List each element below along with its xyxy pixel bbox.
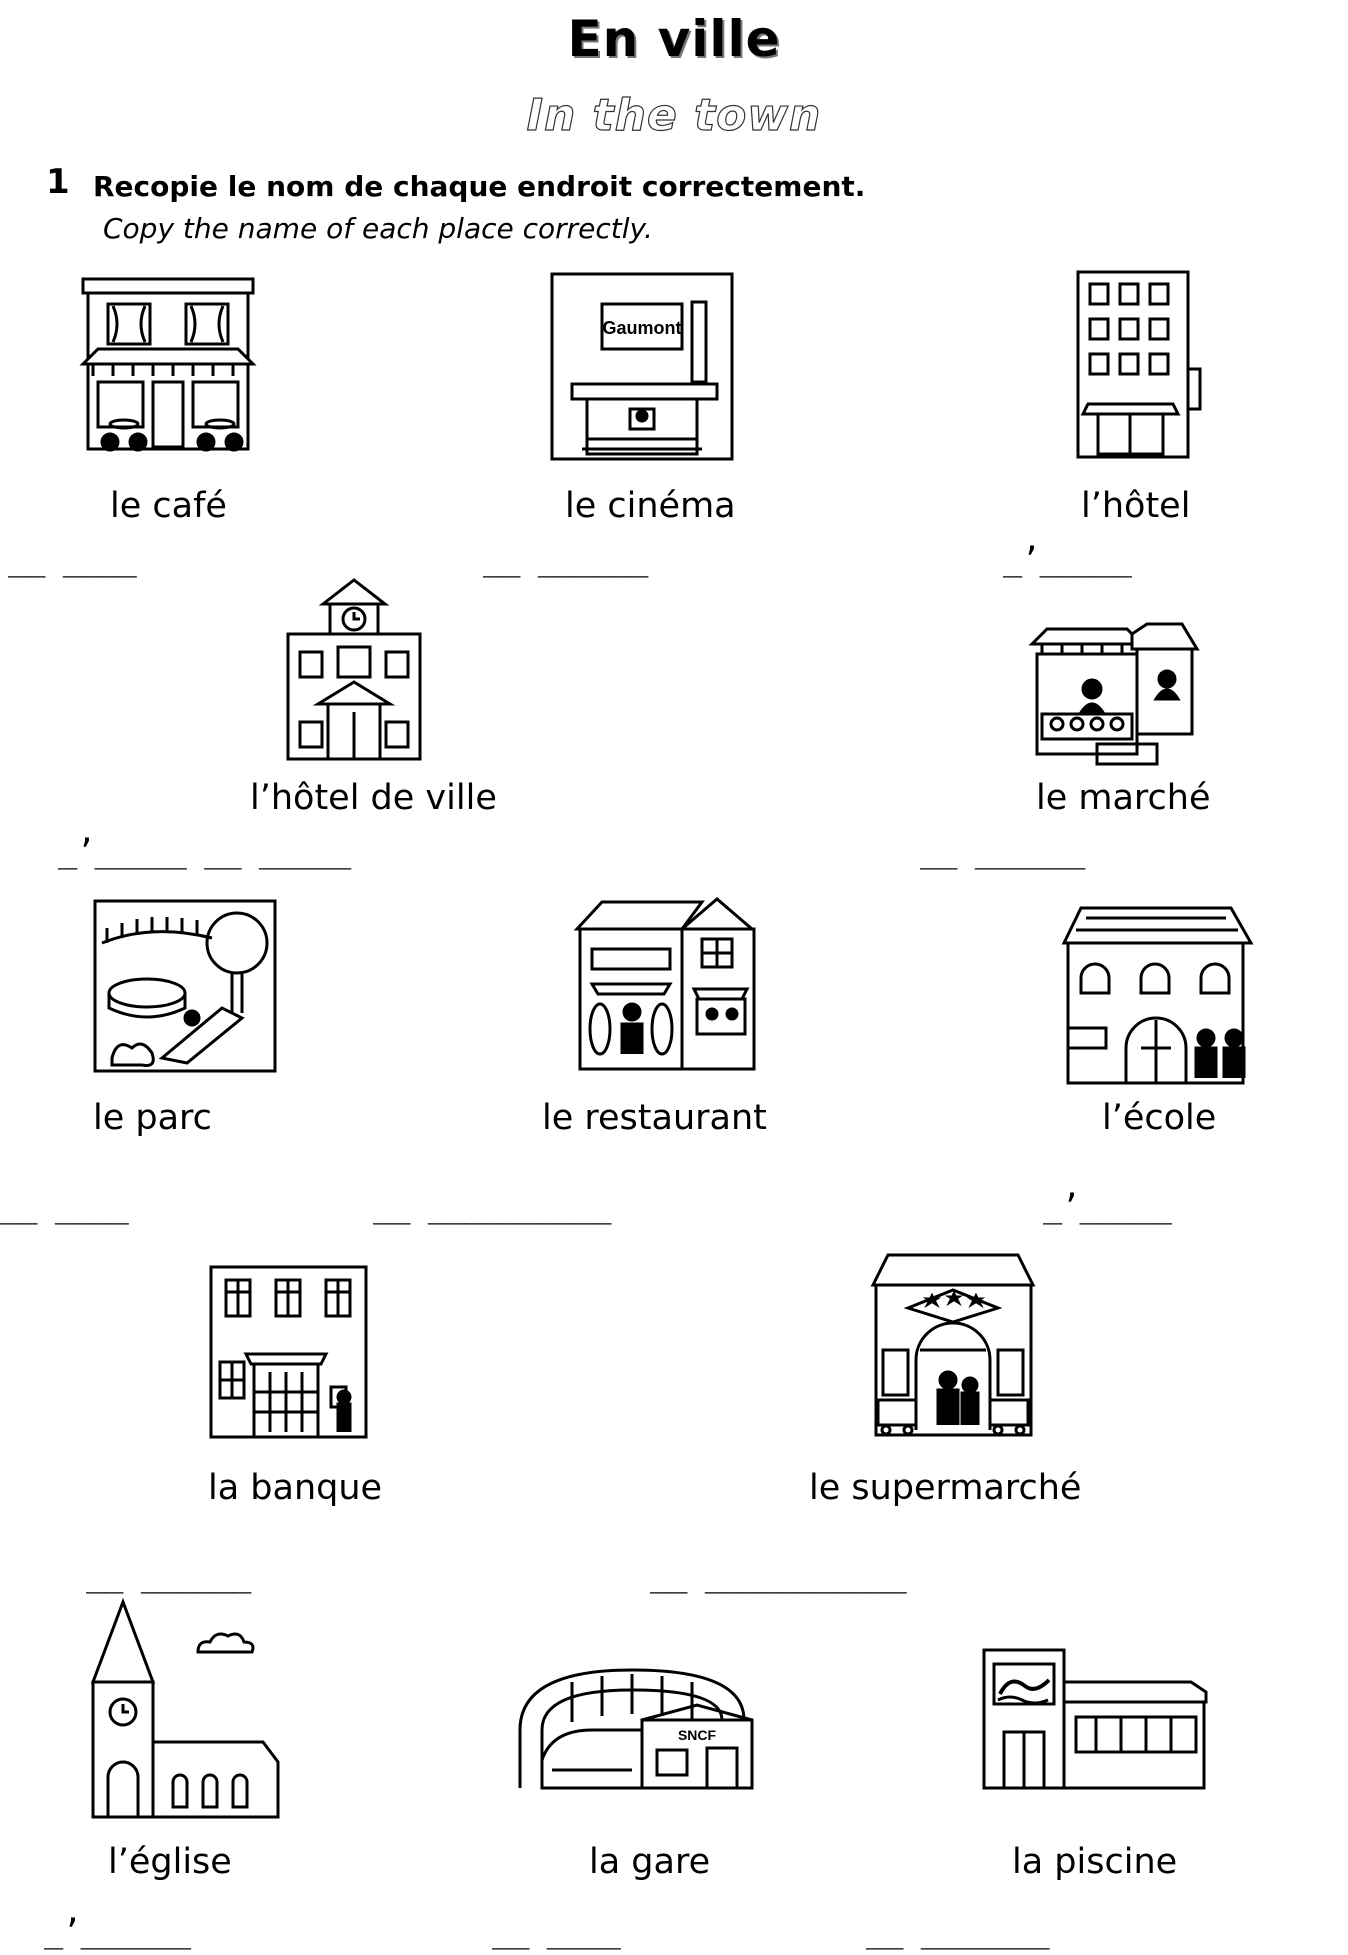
write-line[interactable]: __ ____: [0, 1187, 129, 1225]
market-icon: [1022, 614, 1202, 774]
bank-icon: [206, 1262, 370, 1440]
page-title: En ville: [567, 10, 781, 68]
write-line[interactable]: _’______: [44, 1912, 191, 1950]
place-label: le parc: [93, 1098, 212, 1138]
town-hall-icon: [278, 572, 430, 766]
write-line[interactable]: __ ____: [8, 540, 137, 578]
write-line[interactable]: _’_____ __ _____: [58, 832, 351, 870]
swimming-pool-icon: [976, 1642, 1210, 1792]
place-label: le café: [110, 486, 227, 526]
write-line[interactable]: __ ______: [86, 1556, 251, 1594]
cinema-icon: Gaumont: [542, 264, 742, 464]
place-label: l’église: [108, 1842, 232, 1882]
place-label: la banque: [208, 1468, 383, 1508]
write-line[interactable]: __ ______: [920, 832, 1085, 870]
write-line[interactable]: __ ____: [492, 1912, 621, 1950]
park-icon: [92, 898, 278, 1074]
page-subtitle: In the town: [526, 89, 822, 141]
place-label: le restaurant: [542, 1098, 767, 1138]
question-translation: Copy the name of each place correctly.: [103, 212, 653, 245]
write-line[interactable]: __ _______: [866, 1912, 1050, 1950]
place-label: l’hôtel: [1081, 486, 1191, 526]
write-line[interactable]: __ ___________: [650, 1556, 907, 1594]
cinema-sign: Gaumont: [603, 318, 682, 338]
question-instruction: Recopie le nom de chaque endroit correct…: [93, 170, 866, 203]
write-line[interactable]: __ ______: [483, 540, 648, 578]
write-line[interactable]: _’_____: [1043, 1187, 1172, 1225]
hotel-icon: [1068, 264, 1208, 460]
cafe-icon: [78, 264, 258, 460]
place-label: le marché: [1036, 778, 1211, 818]
write-line[interactable]: __ __________: [373, 1187, 611, 1225]
place-label: le supermarché: [809, 1468, 1082, 1508]
place-label: la piscine: [1012, 1842, 1178, 1882]
question-number: 1: [46, 162, 70, 202]
train-station-icon: SNCF: [512, 1660, 760, 1792]
write-line[interactable]: _’_____: [1003, 540, 1132, 578]
station-sign: SNCF: [678, 1727, 717, 1743]
place-label: l’hôtel de ville: [250, 778, 497, 818]
place-label: le cinéma: [565, 486, 736, 526]
school-icon: [1056, 898, 1256, 1090]
supermarket-icon: [868, 1250, 1038, 1438]
restaurant-icon: [572, 894, 758, 1074]
church-icon: [78, 1592, 282, 1822]
place-label: l’école: [1102, 1098, 1217, 1138]
place-label: la gare: [589, 1842, 711, 1882]
